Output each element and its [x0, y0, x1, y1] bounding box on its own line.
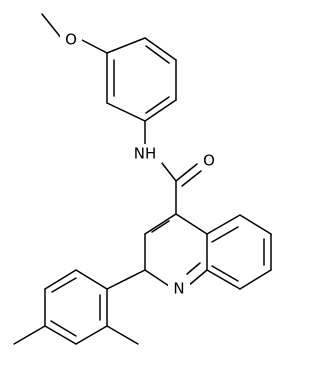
bond: [144, 99, 177, 122]
bond: [75, 325, 108, 345]
carbonyl-oxygen-label: O: [203, 152, 215, 170]
amide-nh-label: NH: [134, 145, 157, 163]
bond: [106, 102, 146, 122]
bond: [50, 320, 77, 337]
bond: [151, 220, 170, 233]
bond: [13, 325, 46, 345]
atom-label-background: [60, 31, 82, 49]
atom-label-group: O NH O N: [60, 31, 220, 298]
bond: [206, 269, 241, 290]
bond: [239, 269, 272, 290]
bond: [239, 214, 272, 235]
atom-label-background: [128, 144, 162, 163]
bond: [145, 96, 170, 114]
bond: [181, 170, 202, 187]
bond: [44, 269, 77, 290]
methoxy-oxygen-label: O: [65, 31, 77, 49]
atom-label-background: [168, 280, 190, 298]
bond: [175, 163, 198, 182]
bond: [186, 262, 201, 275]
bond: [106, 325, 139, 345]
bond-group: [13, 13, 272, 345]
quinoline-nitrogen-label: N: [173, 280, 184, 298]
bond: [144, 37, 177, 61]
bond: [145, 45, 170, 64]
bond: [41, 13, 63, 40]
bond: [44, 325, 77, 345]
bond: [106, 269, 146, 290]
bond: [211, 265, 239, 282]
bond: [175, 213, 208, 235]
bond: [187, 269, 208, 287]
bond: [144, 269, 170, 287]
bond: [106, 37, 146, 54]
bond: [79, 38, 108, 54]
bond: [206, 214, 241, 235]
bond: [75, 269, 108, 290]
bond: [211, 226, 239, 243]
bond: [51, 277, 77, 293]
bond: [144, 213, 177, 235]
atom-label-background: [198, 152, 220, 170]
chemical-structure: O NH O N: [13, 13, 272, 345]
